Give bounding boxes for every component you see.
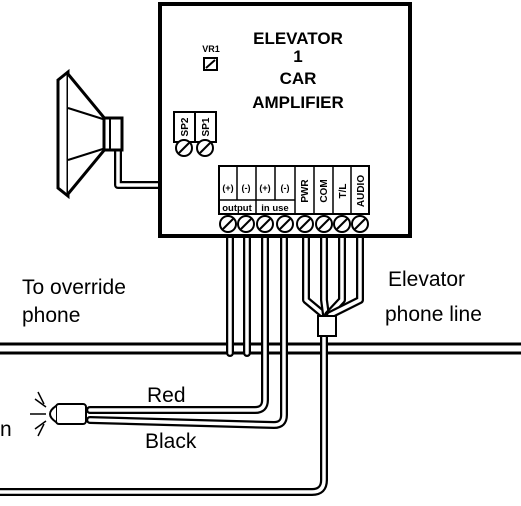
cable-duct bbox=[0, 342, 521, 355]
phone-cable-sheath bbox=[317, 315, 337, 337]
speaker-icon bbox=[56, 68, 124, 200]
terminal-sign-1: (+) bbox=[222, 183, 233, 193]
main-terminal-block: (+) (-) (+) (-) output in use PWR COM T/… bbox=[218, 165, 370, 215]
override-label-line-1: To override bbox=[22, 276, 126, 299]
terminal-sign-4: (-) bbox=[281, 183, 290, 193]
black-wire-label: Black bbox=[145, 430, 197, 453]
amplifier-box: ELEVATOR 1 CAR AMPLIFIER VR1 SP2 SP1 bbox=[158, 2, 412, 238]
sp2-label: SP2 bbox=[180, 117, 191, 136]
vr1-potentiometer-icon bbox=[203, 57, 218, 71]
in-use-group-label: in use bbox=[261, 203, 288, 214]
vr1-label: VR1 bbox=[202, 44, 220, 54]
pwr-label: PWR bbox=[300, 179, 311, 203]
elevator-label-line-1: Elevator bbox=[388, 268, 465, 291]
cut-off-label: n bbox=[0, 418, 12, 441]
led-icon bbox=[30, 391, 87, 437]
amplifier-title-line-2: 1 bbox=[293, 47, 302, 66]
amplifier-title-line-3: CAR bbox=[280, 69, 317, 88]
red-wire-label: Red bbox=[147, 384, 186, 407]
output-group-label: output bbox=[222, 203, 252, 214]
audio-label: AUDIO bbox=[356, 175, 367, 207]
override-label-line-2: phone bbox=[22, 304, 80, 327]
elevator-label-line-2: phone line bbox=[385, 303, 482, 326]
amplifier-title-line-4: AMPLIFIER bbox=[252, 93, 344, 112]
tl-label: T/L bbox=[338, 184, 349, 199]
terminal-sign-3: (+) bbox=[259, 183, 270, 193]
sp1-label: SP1 bbox=[201, 117, 212, 136]
speaker-terminal-block: SP2 SP1 bbox=[173, 111, 217, 157]
amplifier-title-line-1: ELEVATOR bbox=[253, 29, 343, 48]
terminal-sign-2: (-) bbox=[242, 183, 251, 193]
com-label: COM bbox=[319, 179, 330, 202]
screw-terminals bbox=[219, 215, 369, 233]
